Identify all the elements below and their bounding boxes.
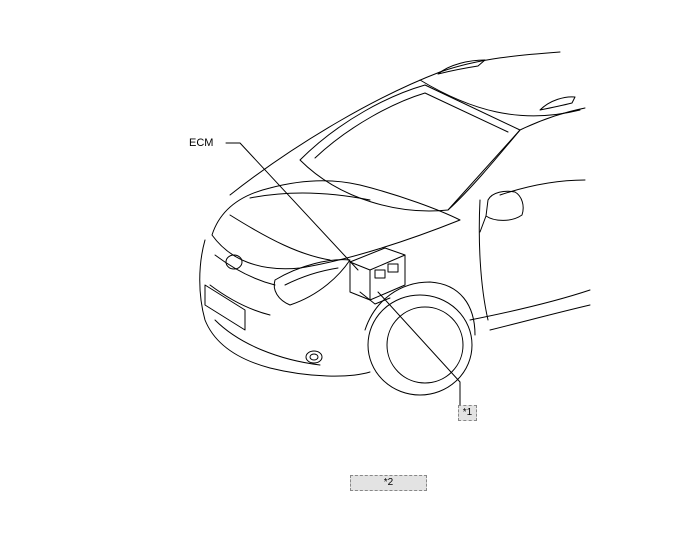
headlight-inner xyxy=(284,267,339,286)
headlight xyxy=(273,259,351,306)
callout-2-box: *2 xyxy=(350,475,427,491)
callout-1-box: *1 xyxy=(458,405,477,421)
hood-center xyxy=(249,192,371,201)
body-side-line xyxy=(469,289,591,321)
roof-rear-line xyxy=(419,79,581,117)
side-mirror xyxy=(485,190,524,221)
windshield-inner xyxy=(314,92,509,159)
wheel-arch xyxy=(364,281,476,336)
front-rim xyxy=(386,306,464,384)
front-tire xyxy=(367,294,473,396)
callout-1-leader-line xyxy=(377,291,461,406)
ecm-leader-line xyxy=(225,142,359,271)
license-plate xyxy=(204,284,246,331)
front-fascia xyxy=(199,239,371,377)
fog-light xyxy=(305,350,323,364)
mirror-stem xyxy=(479,215,487,233)
roof-rail-front xyxy=(437,59,486,75)
roof-rail-rear xyxy=(539,96,576,111)
fog-light-inner xyxy=(309,353,319,361)
ecm-label: ECM xyxy=(189,137,214,149)
grille-lower xyxy=(209,284,271,316)
ecm-connector-2 xyxy=(387,263,399,273)
ecm-connector-1 xyxy=(374,269,386,279)
ecm-unit xyxy=(349,247,406,301)
hood-crease xyxy=(229,214,331,261)
grille-upper xyxy=(214,254,276,286)
a-pillar xyxy=(447,107,586,211)
side-window-line xyxy=(499,179,586,196)
lower-bumper xyxy=(214,319,321,366)
sill-line xyxy=(489,304,591,331)
windshield xyxy=(299,84,521,212)
roof-outline xyxy=(229,51,561,196)
ecm-unit-top xyxy=(349,254,406,271)
front-emblem xyxy=(225,254,243,270)
hood-outline xyxy=(211,180,461,270)
door-line xyxy=(478,199,489,321)
